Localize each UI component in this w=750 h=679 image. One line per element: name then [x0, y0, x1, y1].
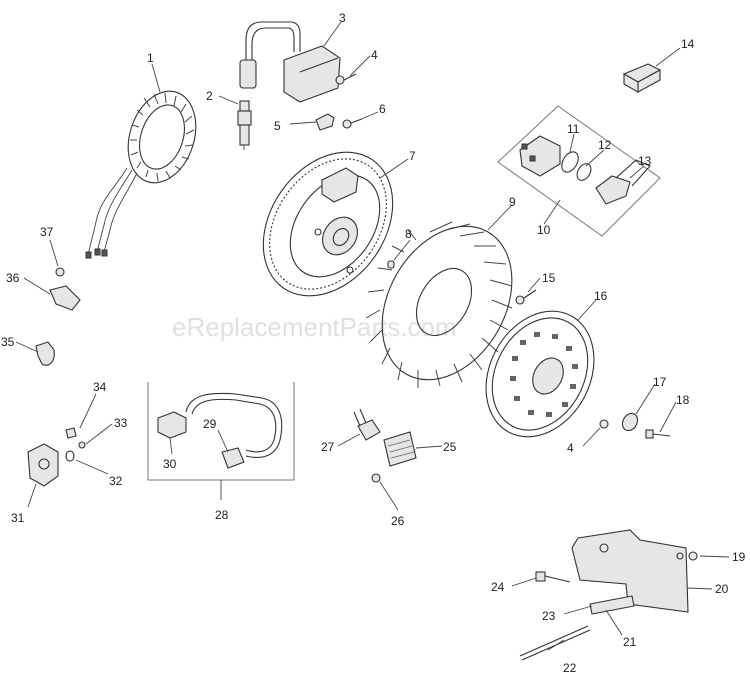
connector-part: [353, 408, 381, 441]
fuse-part: [622, 63, 662, 93]
callout-16: 16: [594, 289, 608, 303]
callout-21: 21: [623, 635, 637, 649]
callout-12: 12: [598, 138, 612, 152]
callout-4b: 4: [567, 441, 574, 455]
small-bracket-part: [49, 285, 81, 311]
callout-13: 13: [638, 154, 652, 168]
callout-26: 26: [391, 514, 405, 528]
callout-22: 22: [563, 661, 577, 675]
screw-part: [335, 73, 357, 85]
callout-29: 29: [203, 417, 217, 431]
callout-17: 17: [653, 375, 667, 389]
screw-part-4b: [599, 419, 609, 429]
callout-2: 2: [206, 89, 213, 103]
callout-14: 14: [681, 37, 695, 51]
leader-lines: [15, 21, 730, 651]
flywheel-part: [262, 151, 394, 297]
callout-20: 20: [715, 582, 729, 596]
callout-36: 36: [6, 271, 20, 285]
callout-8: 8: [405, 227, 412, 241]
screw-part-26: [371, 473, 381, 483]
key-switch-assembly: [497, 105, 661, 237]
callout-30: 30: [163, 457, 177, 471]
callout-labels: 1 2 3 4 5 6 7 8 9 10 11 12 13 14 15 16 1…: [1, 11, 746, 675]
callout-18: 18: [676, 393, 690, 407]
screen-part: [485, 310, 595, 438]
callout-19: 19: [732, 550, 746, 564]
callout-6: 6: [379, 102, 386, 116]
callout-4: 4: [371, 48, 378, 62]
stator-part: [85, 90, 197, 259]
bolt-part: [645, 429, 671, 439]
callout-37: 37: [40, 225, 54, 239]
callout-31: 31: [11, 511, 25, 525]
callout-27: 27: [321, 440, 335, 454]
bracket-assembly: [519, 529, 698, 661]
rectifier-part: [383, 431, 417, 467]
clamp-part: [35, 341, 55, 366]
callout-10: 10: [537, 223, 551, 237]
callout-24: 24: [491, 580, 505, 594]
ignition-coil-part: [239, 21, 341, 103]
callout-15: 15: [542, 271, 556, 285]
plug-cap-part: [315, 113, 335, 131]
key-part: [387, 260, 395, 269]
callout-23: 23: [542, 609, 556, 623]
callout-35: 35: [1, 335, 15, 349]
sensor-assembly: [27, 427, 86, 487]
screw-part-6: [342, 118, 363, 129]
watermark-text: eReplacementParts.com: [172, 312, 457, 342]
washer-part: [621, 412, 639, 432]
callout-34: 34: [93, 380, 107, 394]
callout-11: 11: [567, 122, 580, 136]
callout-3: 3: [339, 11, 346, 25]
callout-5: 5: [274, 119, 281, 133]
callout-9: 9: [509, 195, 516, 209]
wiring-harness-assembly: [147, 382, 295, 481]
spark-plug-part: [237, 100, 252, 150]
callout-33: 33: [114, 416, 128, 430]
screw-part-37: [55, 267, 65, 277]
callout-25: 25: [443, 440, 457, 454]
callout-32: 32: [109, 474, 123, 488]
screw-part-15: [515, 289, 537, 305]
callout-7: 7: [409, 149, 416, 163]
fan-part: [365, 221, 513, 388]
callout-1: 1: [147, 51, 154, 65]
callout-28: 28: [215, 508, 229, 522]
